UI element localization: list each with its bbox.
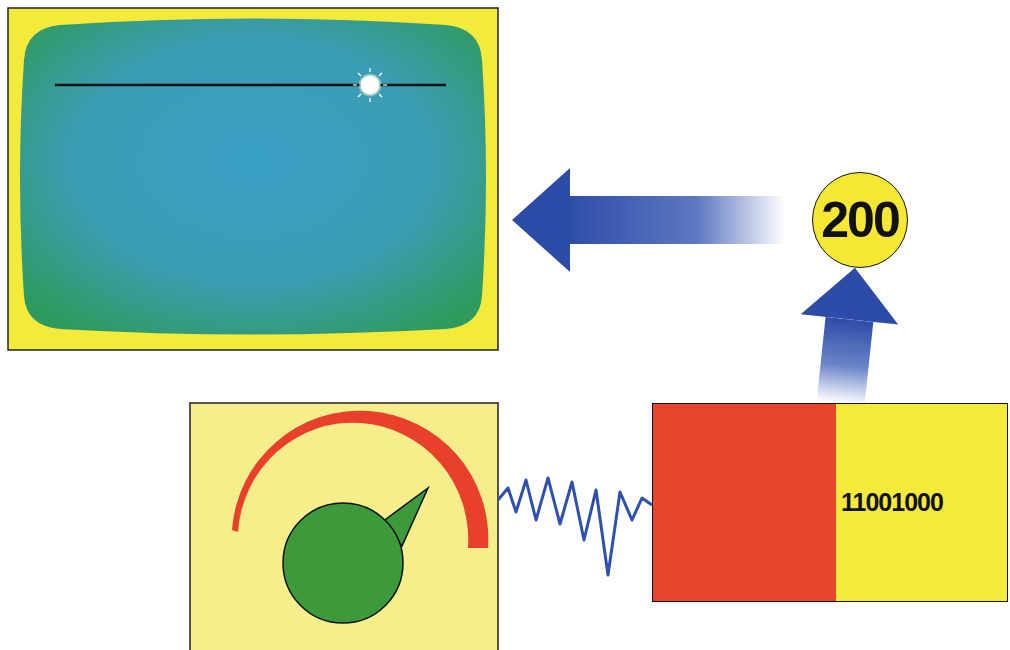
decimal-value: 200 [821,191,898,249]
data-flow-arrow [801,268,898,406]
signal-arrow [512,168,786,272]
arrow-head [801,268,898,325]
crt-screen [20,19,486,335]
analog-signal [498,478,652,575]
knob-panel [190,403,498,650]
value-circle: 200 [812,172,908,268]
light-spot [353,68,387,102]
binary-value: 11001000 [841,488,943,517]
arrow-shaft [817,317,874,406]
control-knob [283,503,403,623]
binary-register: 11001000 [652,403,1008,602]
scan-line [55,84,446,87]
screen-panel [8,8,498,350]
